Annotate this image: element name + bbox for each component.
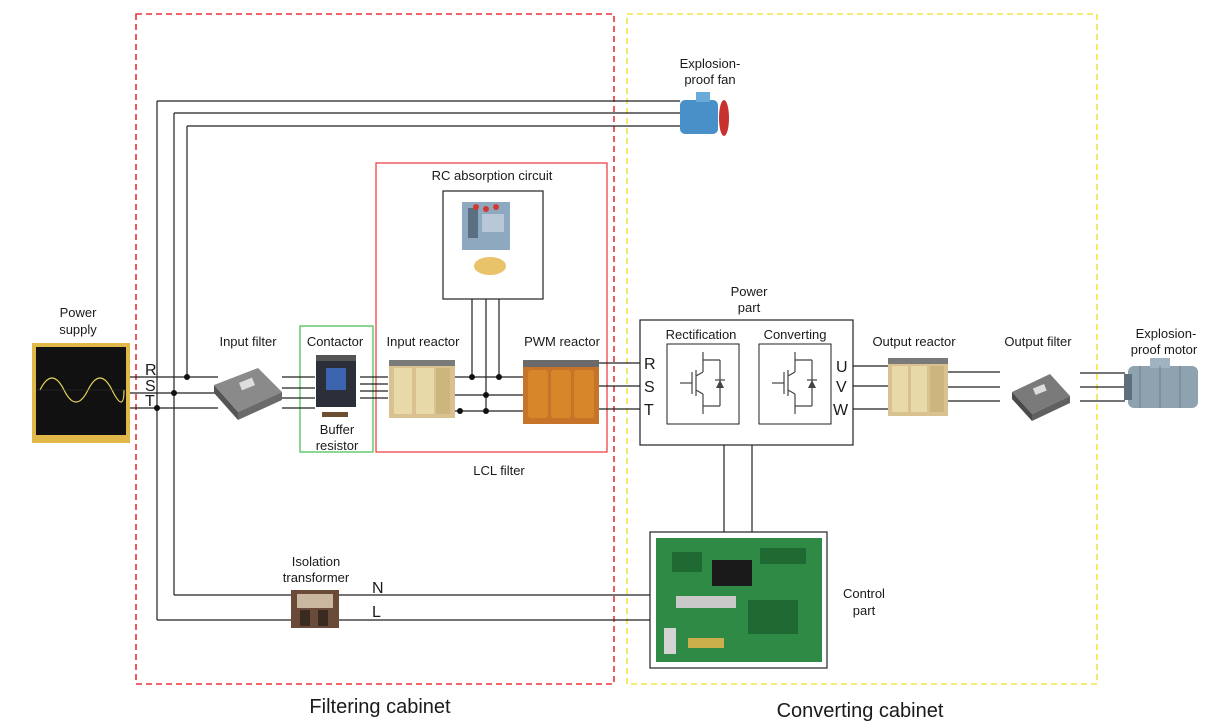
control-pcb-image [656,538,822,662]
control-line-l: L [372,604,381,621]
converting-igbt-symbol [772,352,817,414]
output-filter-image [1012,374,1070,421]
pwm-reactor-label: PWM reactor [524,334,601,349]
buffer-resistor-image [322,412,348,417]
input-wires [130,100,1125,621]
power-in-phase-s: S [644,379,655,396]
output-reactor-image [888,358,948,416]
filtering-cabinet-label: Filtering cabinet [309,696,451,718]
output-phase-u: U [836,359,848,376]
junction-dots [154,374,502,414]
lcl-filter-box [375,162,608,453]
converting-cabinet-label: Converting cabinet [777,700,944,722]
power-supply-image [32,343,130,443]
output-reactor-label: Output reactor [872,334,956,349]
power-in-phase-r: R [644,356,656,373]
power-part-label-1: Power [731,284,769,299]
explosion-motor-label-1: Explosion- [1136,326,1197,341]
isolation-transformer-label-2: transformer [283,570,350,585]
rc-circuit-image [462,202,510,275]
rectification-igbt-symbol [680,352,725,414]
isolation-transformer-image [291,590,339,628]
input-filter-image [214,368,282,420]
isolation-transformer-label-1: Isolation [292,554,340,569]
input-phase-s: S [145,378,156,395]
power-in-phase-t: T [644,402,654,419]
input-reactor-label: Input reactor [387,334,461,349]
explosion-fan-label-2: proof fan [684,72,735,87]
contactor-image [316,355,356,407]
input-phase-t: T [145,393,155,410]
explosion-fan-label-1: Explosion- [680,56,741,71]
input-filter-label: Input filter [219,334,277,349]
explosion-motor-image [1124,358,1198,408]
output-phase-v: V [836,379,847,396]
buffer-resistor-label-1: Buffer [320,422,355,437]
output-filter-label: Output filter [1004,334,1072,349]
rectification-label: Rectification [666,327,737,342]
converting-cabinet-border [626,13,1098,685]
control-part-label-1: Control [843,586,885,601]
power-supply-label-1: Power [60,305,98,320]
contactor-label: Contactor [307,334,364,349]
power-part-label-2: part [738,300,761,315]
pwm-reactor-image [523,360,599,424]
rc-circuit-label: RC absorption circuit [432,168,553,183]
lcl-filter-label: LCL filter [473,463,525,478]
control-line-n: N [372,580,384,597]
explosion-motor-label-2: proof motor [1131,342,1198,357]
input-reactor-image [389,360,455,418]
explosion-fan-image [680,92,729,136]
output-phase-w: W [833,402,849,419]
input-phase-r: R [145,362,157,379]
buffer-resistor-label-2: resistor [316,438,359,453]
converting-label: Converting [764,327,827,342]
control-part-label-2: part [853,603,876,618]
filtering-cabinet-border [135,13,615,685]
contactor-box [299,325,374,453]
power-supply-label-2: supply [59,322,97,337]
